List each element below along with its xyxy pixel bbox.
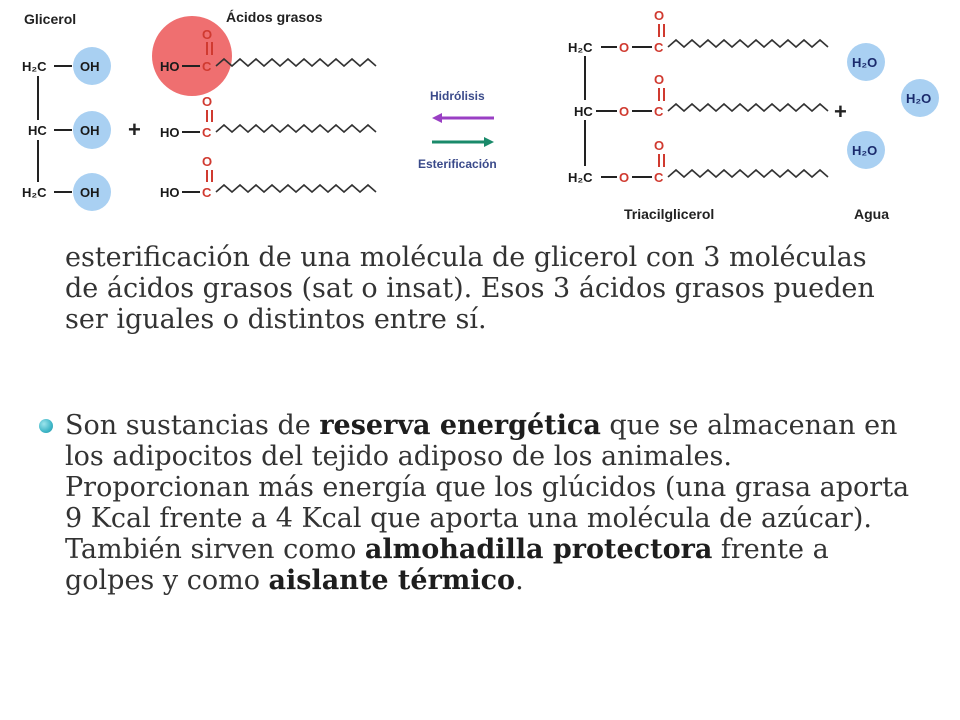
reaction-arrows: Hidrólisis Esterificación [418,89,497,171]
fatty-acid-1-ho: HO [160,59,180,74]
slide-text: esterificación de una molécula de glicer… [0,230,960,720]
glycerol-carbon-2: HC [28,123,47,138]
bold-reserva-energetica: reserva energética [319,410,601,441]
paragraph-2-text-3: frente a golpes y como [65,534,829,596]
fatty-acid-2-chain [215,123,377,134]
fatty-acid-1-oxygen: O [202,27,212,42]
tag-ester-3-carbon: C [654,170,664,185]
tag-ester-2-carbon: C [654,104,664,119]
tag-ester-2-carbonyl-oxygen: O [654,72,664,87]
fatty-acid-2-carbon: C [202,125,212,140]
hydrolysis-label: Hidrólisis [430,89,485,103]
highlight-circle [152,16,232,96]
tag-carbon-2: HC [574,104,593,119]
tag-ester-3-oxygen: O [619,170,629,185]
tag-ester-1-carbon: C [654,40,664,55]
hydrolysis-esterification-diagram: Glicerol H₂C HC H₂C OH OH OH + Ácidos gr… [22,8,939,222]
paragraph-2-text-2: que se almacenan en los adipocitos del t… [65,410,910,565]
glycerol-label: Glicerol [24,11,76,27]
fatty-acid-3-chain [215,183,377,194]
water-molecule-3: H₂O [852,143,877,158]
paragraph-1-line-3: ser iguales o distintos entre sí. [65,304,487,335]
tag-ester-3-carbonyl-oxygen: O [654,138,664,153]
glycerol-oh-1: OH [80,59,100,74]
paragraph-2-text-1: Son sustancias de [65,410,320,441]
triacylglycerol-molecule: H₂C HC H₂C O C O O C O O C O [568,8,829,185]
hydrolysis-arrow-head [432,113,442,123]
fatty-acids-label: Ácidos grasos [226,9,323,25]
tag-chain-1 [667,38,829,49]
tag-carbon-3: H₂C [568,170,593,185]
glycerol-molecule: H₂C HC H₂C OH OH OH [22,47,111,211]
tag-ester-2-oxygen: O [619,104,629,119]
esterification-label: Esterificación [418,157,497,171]
fatty-acid-1-chain [215,57,377,68]
water-molecule-1: H₂O [852,55,877,70]
paragraph-energy-reserve: Son sustancias de reserva energética que… [39,410,925,596]
glycerol-oh-3: OH [80,185,100,200]
glycerol-oh-2: OH [80,123,100,138]
water-circle-2 [901,79,939,117]
bullet-icon [39,419,53,433]
glycerol-oh-circle-3 [73,173,111,211]
tag-ester-1-carbonyl-oxygen: O [654,8,664,23]
plus-sign-left: + [128,117,141,142]
esterification-arrow-head [484,137,494,147]
glycerol-carbon-3: H₂C [22,185,47,200]
tag-carbon-1: H₂C [568,40,593,55]
tag-ester-1-oxygen: O [619,40,629,55]
plus-sign-right: + [834,99,847,124]
glycerol-oh-circle-1 [73,47,111,85]
fatty-acids-molecules: HO C O O HO C O HO C [160,27,377,200]
glycerol-carbon-1: H₂C [22,59,47,74]
water-molecule-2: H₂O [906,91,931,106]
water-molecules: H₂O H₂O H₂O [847,43,939,169]
paragraph-esterification: esterificación de una molécula de glicer… [65,242,925,335]
tag-chain-3 [667,168,829,179]
glycerol-oh-circle-2 [73,111,111,149]
water-circle-1 [847,43,885,81]
fatty-acid-1-carbon: C [202,59,212,74]
water-circle-3 [847,131,885,169]
bold-aislante-termico: aislante térmico [268,565,516,596]
tag-chain-2 [667,102,829,113]
paragraph-1-line-2: de ácidos grasos (sat o insat). Esos 3 á… [65,273,875,304]
paragraph-1-line-1: esterificación de una molécula de glicer… [65,242,867,273]
fatty-acid-3-ho: HO [160,185,180,200]
fatty-acid-3-oxygen: O [202,154,212,169]
fatty-acid-2-oxygen: O [202,94,212,109]
bold-almohadilla-protectora: almohadilla protectora [364,534,713,565]
triacylglycerol-label: Triacilglicerol [624,206,714,222]
fatty-acid-3-carbon: C [202,185,212,200]
fatty-acid-2-ho: HO [160,125,180,140]
paragraph-2-text-4: . [515,565,524,596]
water-label: Agua [854,206,889,222]
